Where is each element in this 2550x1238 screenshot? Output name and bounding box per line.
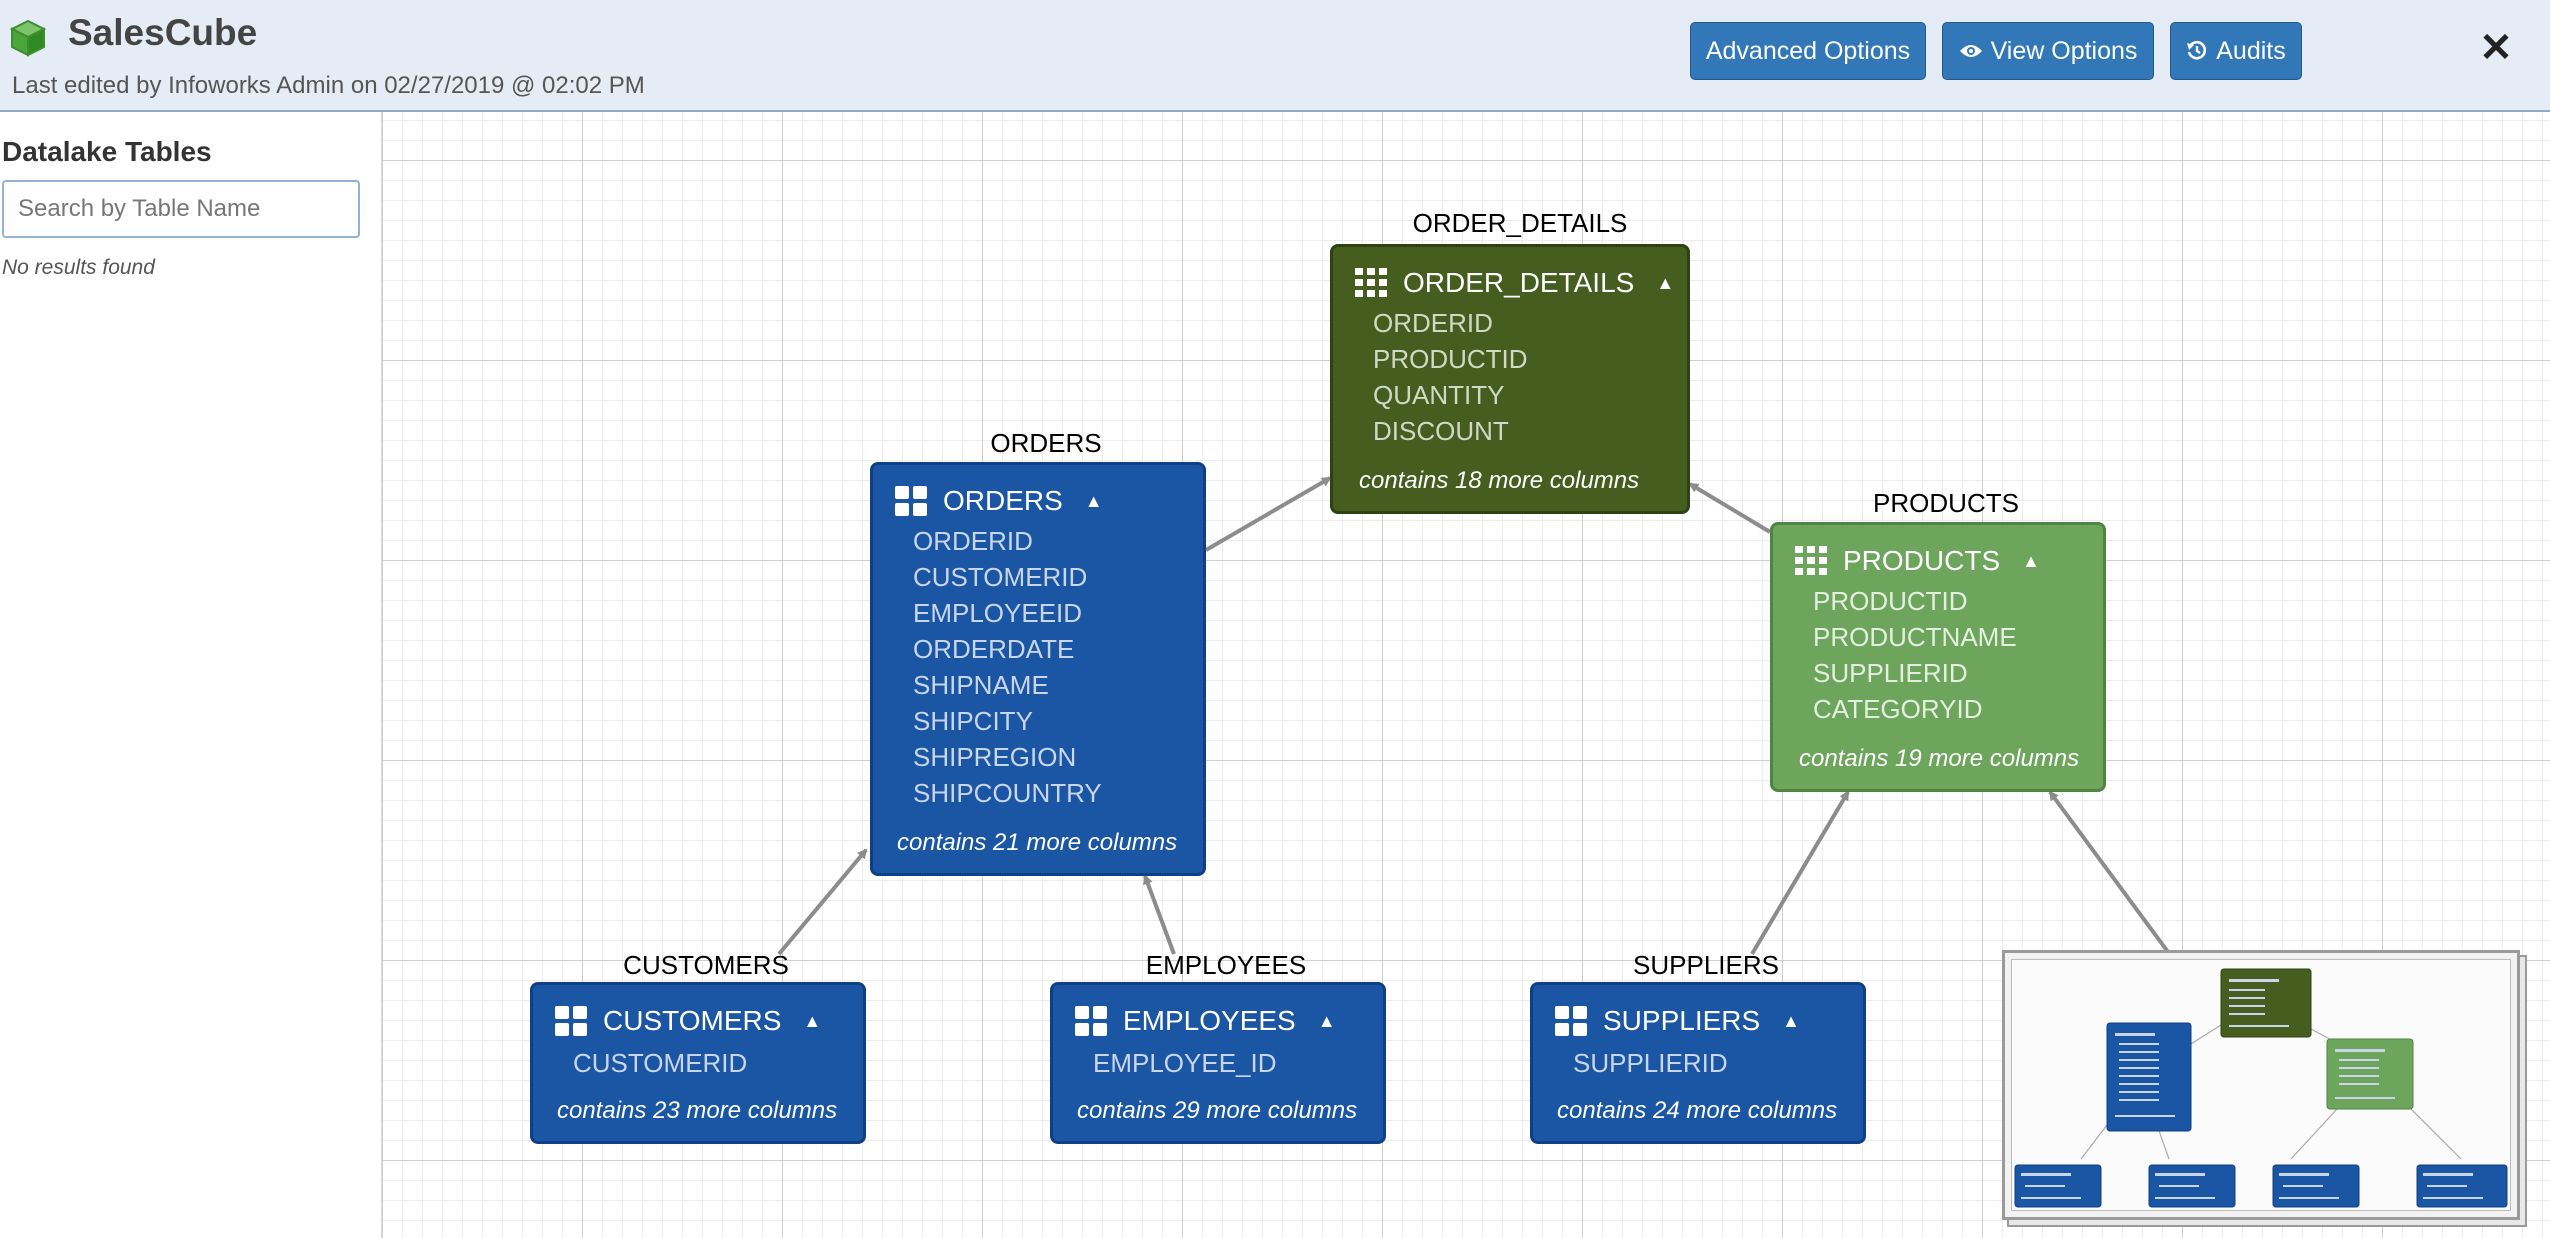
table-grid-icon xyxy=(1355,268,1387,297)
edge-categories-products xyxy=(2048,790,2170,954)
caret-up-icon[interactable]: ▲ xyxy=(1656,272,1675,293)
cube-icon xyxy=(9,19,47,57)
column-item: ORDERID xyxy=(913,526,1033,556)
column-list: ORDERID PRODUCTID QUANTITY DISCOUNT xyxy=(1373,305,1528,449)
history-icon xyxy=(2187,40,2207,60)
column-item: CATEGORYID xyxy=(1813,694,1983,724)
table-node-customers[interactable]: CUSTOMERS ▲ CUSTOMERID contains 23 more … xyxy=(530,982,866,1144)
node-header: EMPLOYEES ▲ xyxy=(1075,1001,1336,1041)
audits-label: Audits xyxy=(2216,36,2286,65)
node-title: PRODUCTS xyxy=(1843,545,2001,576)
table-node-products[interactable]: PRODUCTS ▲ PRODUCTID PRODUCTNAME SUPPLIE… xyxy=(1770,522,2106,792)
node-header: CUSTOMERS ▲ xyxy=(555,1001,821,1041)
minimap-thumbnail xyxy=(2011,959,2511,1211)
node-title: CUSTOMERS xyxy=(603,1005,782,1036)
column-item: SHIPREGION xyxy=(913,742,1077,772)
column-item: SHIPNAME xyxy=(913,670,1049,700)
view-options-button[interactable]: View Options xyxy=(1942,22,2154,80)
caret-up-icon[interactable]: ▲ xyxy=(1084,490,1103,511)
column-item: EMPLOYEE_ID xyxy=(1093,1048,1277,1078)
table-grid-icon xyxy=(555,1006,587,1036)
node-title: SUPPLIERS xyxy=(1603,1005,1761,1036)
column-item: SHIPCOUNTRY xyxy=(913,778,1102,808)
node-label-employees: EMPLOYEES xyxy=(1145,950,1307,980)
node-label-suppliers: SUPPLIERS xyxy=(1633,950,1779,980)
node-title: ORDER_DETAILS xyxy=(1403,267,1635,298)
node-header: ORDERS ▲ xyxy=(895,481,1103,521)
column-item: ORDERDATE xyxy=(913,634,1075,664)
more-columns-text: contains 21 more columns xyxy=(897,829,1178,856)
edge-orders-order-details xyxy=(1204,476,1332,552)
table-search-input[interactable] xyxy=(2,180,360,238)
column-list: CUSTOMERID xyxy=(573,1045,747,1081)
column-item: SUPPLIERID xyxy=(1573,1048,1728,1078)
sidebar-title: Datalake Tables xyxy=(2,136,212,167)
column-item: SUPPLIERID xyxy=(1813,658,1968,688)
more-columns-text: contains 23 more columns xyxy=(557,1097,838,1124)
last-edited-text: Last edited by Infoworks Admin on 02/27/… xyxy=(12,72,645,99)
table-node-suppliers[interactable]: SUPPLIERS ▲ SUPPLIERID contains 24 more … xyxy=(1530,982,1866,1144)
column-item: CUSTOMERID xyxy=(913,562,1088,592)
relationship-edges xyxy=(777,476,2170,956)
caret-up-icon[interactable]: ▲ xyxy=(803,1010,822,1031)
edge-products-order-details xyxy=(1688,482,1772,534)
more-columns-text: contains 29 more columns xyxy=(1077,1097,1358,1124)
column-item: PRODUCTID xyxy=(1813,586,1968,616)
column-list: PRODUCTID PRODUCTNAME SUPPLIERID CATEGOR… xyxy=(1813,583,2017,727)
node-label-products: PRODUCTS xyxy=(1873,488,2019,518)
eye-icon xyxy=(1959,45,1982,57)
table-grid-icon xyxy=(895,486,927,516)
node-label-orders: ORDERS xyxy=(990,428,1102,458)
table-node-orders[interactable]: ORDERS ▲ ORDERID CUSTOMERID EMPLOYEEID O… xyxy=(870,462,1206,876)
node-label-order-details: ORDER_DETAILS xyxy=(1412,208,1628,238)
column-item: PRODUCTID xyxy=(1373,344,1528,374)
table-node-order-details[interactable]: ORDER_DETAILS ▲ ORDERID PRODUCTID QUANTI… xyxy=(1330,244,1690,514)
edge-employees-orders xyxy=(1143,874,1176,955)
sidebar: Datalake Tables No results found xyxy=(0,112,382,1238)
node-header: SUPPLIERS ▲ xyxy=(1555,1001,1800,1041)
column-item: EMPLOYEEID xyxy=(913,598,1083,628)
model-canvas[interactable]: ORDER_DETAILS ORDER_DETAILS ▲ ORDERID PR… xyxy=(382,112,2550,1238)
audits-button[interactable]: Audits xyxy=(2170,22,2302,80)
close-icon[interactable]: ✕ xyxy=(2479,26,2513,70)
column-item: QUANTITY xyxy=(1373,380,1505,410)
column-item: CUSTOMERID xyxy=(573,1048,748,1078)
more-columns-text: contains 18 more columns xyxy=(1359,467,1640,494)
header-bar: SalesCube Last edited by Infoworks Admin… xyxy=(0,0,2550,112)
column-item: ORDERID xyxy=(1373,308,1493,338)
table-grid-icon xyxy=(1075,1006,1107,1036)
node-header: ORDER_DETAILS ▲ xyxy=(1355,263,1674,303)
edge-suppliers-products xyxy=(1750,790,1850,956)
advanced-options-label: Advanced Options xyxy=(1705,36,1911,65)
column-item: PRODUCTNAME xyxy=(1813,622,2017,652)
caret-up-icon[interactable]: ▲ xyxy=(2022,550,2040,571)
caret-up-icon[interactable]: ▲ xyxy=(1317,1010,1336,1031)
node-title: EMPLOYEES xyxy=(1123,1005,1296,1036)
app-title: SalesCube xyxy=(68,12,258,53)
more-columns-text: contains 24 more columns xyxy=(1557,1097,1838,1124)
column-item: SHIPCITY xyxy=(913,706,1033,736)
advanced-options-button[interactable]: Advanced Options xyxy=(1690,22,1926,80)
caret-up-icon[interactable]: ▲ xyxy=(1782,1010,1800,1031)
column-list: EMPLOYEE_ID xyxy=(1093,1045,1277,1081)
canvas-minimap[interactable] xyxy=(2002,950,2520,1220)
edge-customers-orders xyxy=(777,848,868,956)
node-header: PRODUCTS ▲ xyxy=(1795,541,2040,581)
column-item: DISCOUNT xyxy=(1373,416,1509,446)
column-list: SUPPLIERID xyxy=(1573,1045,1728,1081)
table-grid-icon xyxy=(1795,546,1827,575)
no-results-text: No results found xyxy=(2,256,155,279)
more-columns-text: contains 19 more columns xyxy=(1799,745,2080,772)
column-list: ORDERID CUSTOMERID EMPLOYEEID ORDERDATE … xyxy=(913,523,1102,811)
table-grid-icon xyxy=(1555,1006,1587,1036)
view-options-label: View Options xyxy=(1990,36,2138,65)
table-node-employees[interactable]: EMPLOYEES ▲ EMPLOYEE_ID contains 29 more… xyxy=(1050,982,1386,1144)
node-label-customers: CUSTOMERS xyxy=(623,950,789,980)
node-title: ORDERS xyxy=(943,485,1063,516)
